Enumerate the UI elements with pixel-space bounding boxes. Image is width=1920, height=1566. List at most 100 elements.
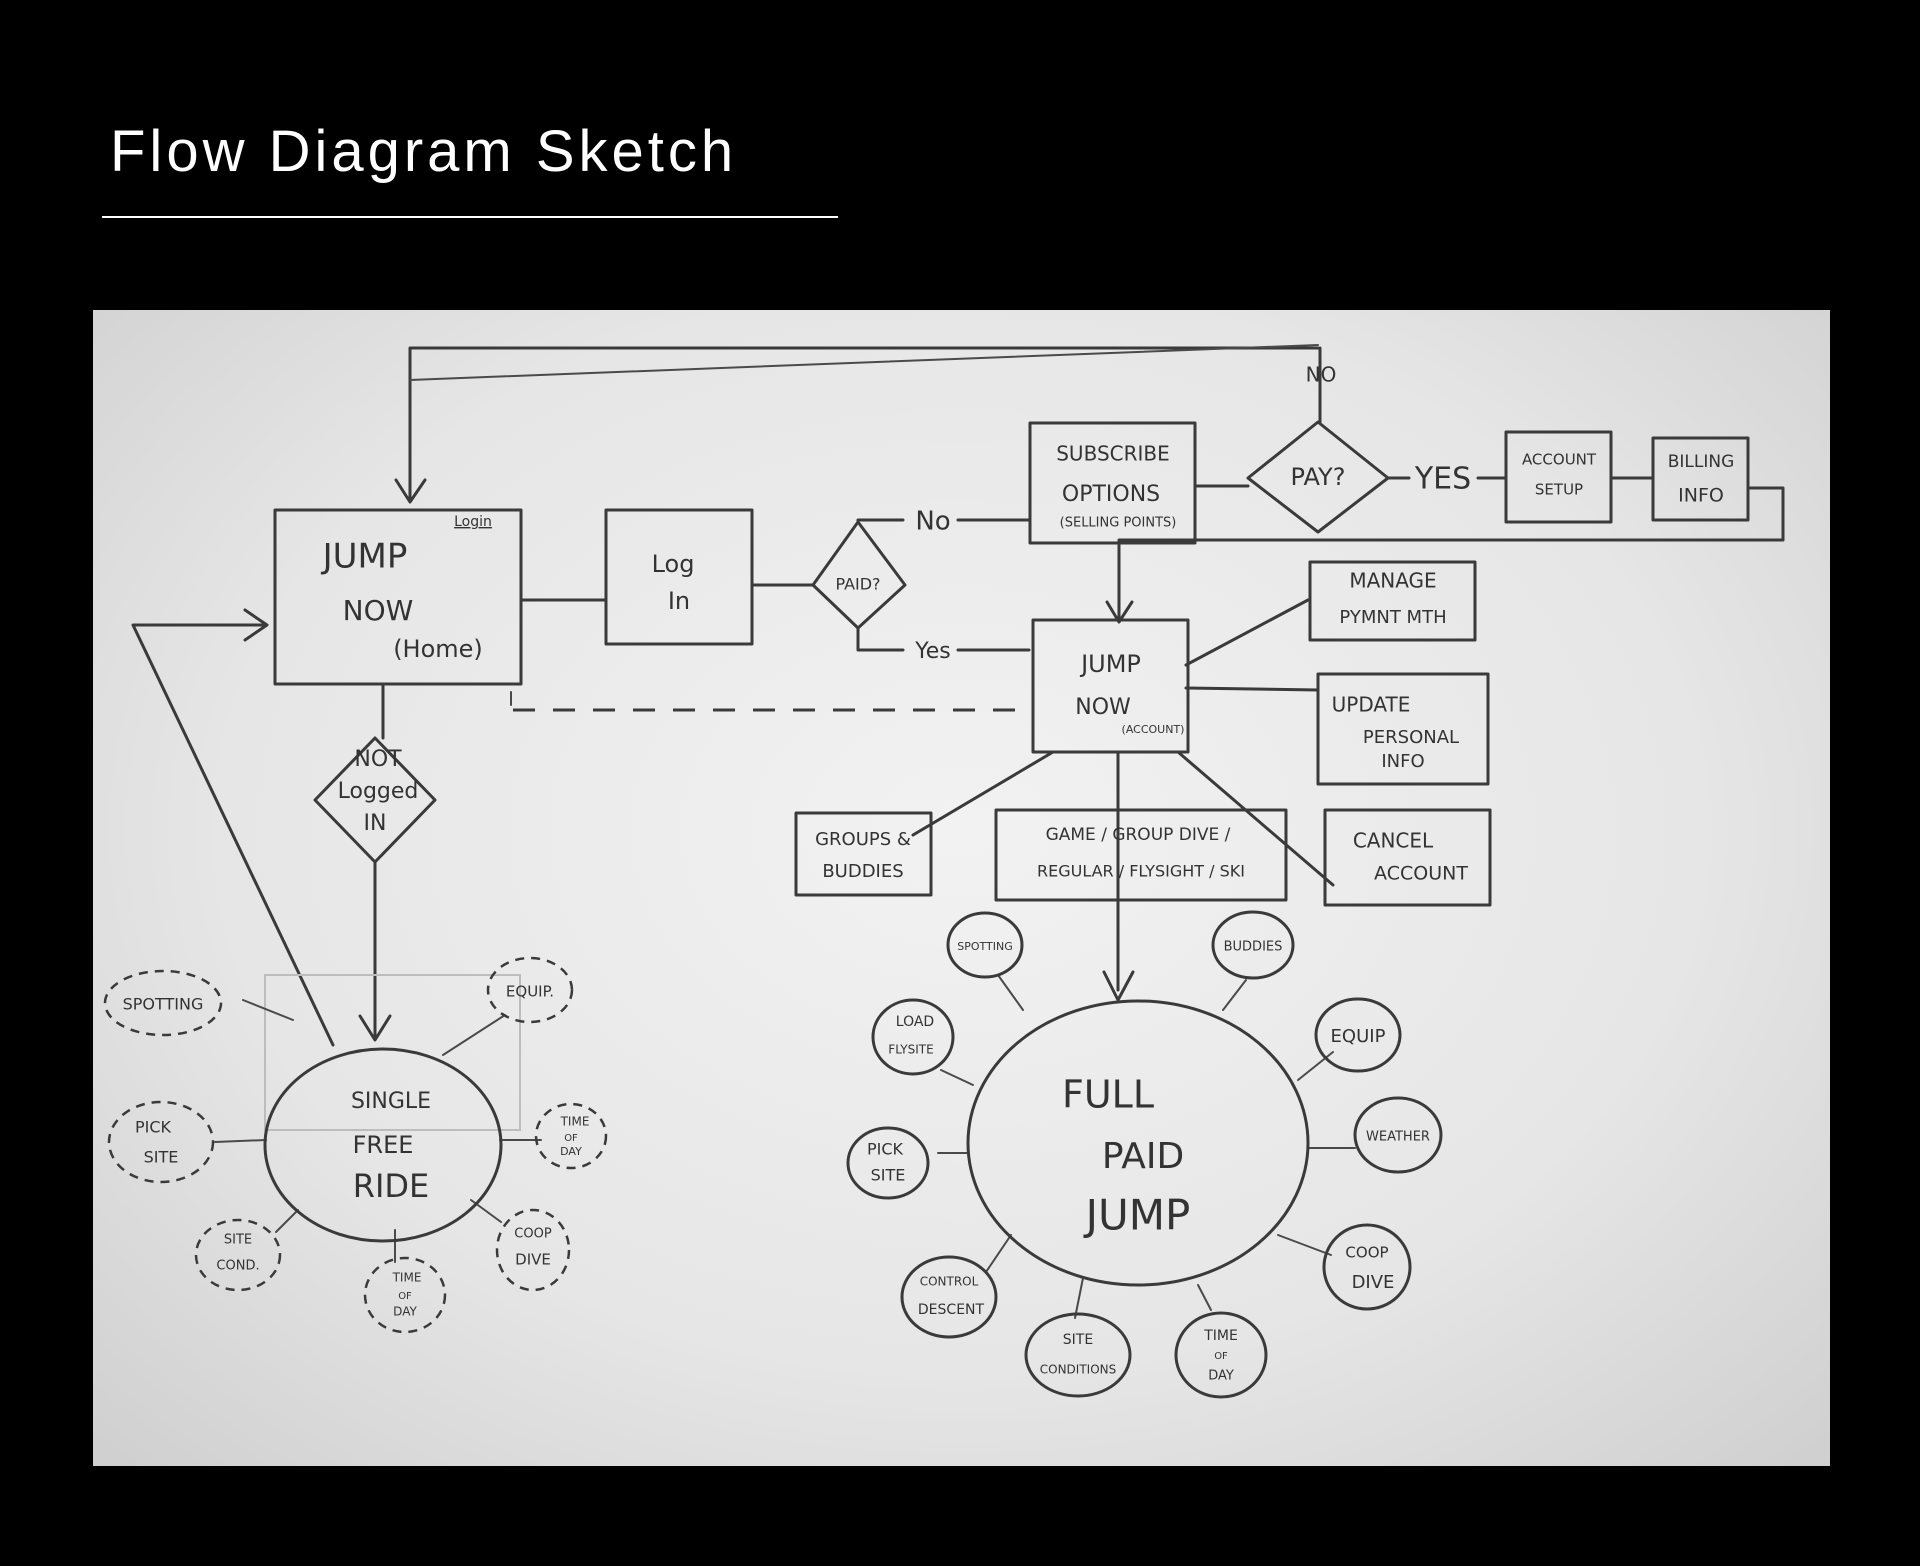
label-account-1: ACCOUNT (1522, 451, 1597, 469)
sketch-paper: JUMP NOW (Home) Login Log In PAID? No Ye… (93, 310, 1830, 1466)
label-free-2: FREE (353, 1131, 414, 1159)
free-bubble-time-of-day: TIME OF DAY (534, 1102, 608, 1170)
node-paid-decision: PAID? (811, 520, 907, 630)
paid-bubble-equip: EQUIP (1314, 997, 1402, 1073)
erased-box (264, 974, 521, 1131)
edge-free-to-home (131, 623, 335, 1047)
paid-bubble-coop-dive: COOP DIVE (1322, 1223, 1412, 1311)
label-pb-buddies: BUDDIES (1224, 940, 1283, 955)
label-groups-2: BUDDIES (822, 861, 903, 882)
node-groups-buddies: GROUPS & BUDDIES (794, 811, 933, 897)
label-pb-coop-1: COOP (1345, 1244, 1388, 1262)
free-bubbles: SPOTTING EQUIP. PICK SITE TIME OF DAY SI… (103, 956, 608, 1334)
edge-to-cancel (1176, 750, 1335, 887)
node-billing-info: BILLING INFO (1651, 436, 1750, 522)
label-jump-now-home-3: (Home) (393, 635, 483, 663)
label-fb-equip: EQUIP. (506, 983, 554, 1001)
node-log-in: Log In (604, 508, 754, 646)
label-jump-now-home-2: NOW (343, 594, 414, 627)
label-pb-pick-2: SITE (871, 1166, 906, 1185)
label-account-2: SETUP (1535, 481, 1583, 499)
node-update-personal: UPDATE PERSONAL INFO (1316, 672, 1490, 786)
loop-top-line-2 (409, 344, 1319, 381)
label-update-2: PERSONAL (1363, 727, 1459, 748)
node-manage-pymnt: MANAGE PYMNT MTH (1308, 560, 1477, 642)
node-single-free-ride: SINGLE FREE RIDE (214, 999, 542, 1263)
label-game-2: REGULAR / FLYSIGHT / SKI (1037, 862, 1245, 881)
label-jumpnow-acct-3: (ACCOUNT) (1122, 723, 1185, 736)
label-free-3: RIDE (353, 1167, 430, 1205)
label-pb-equip: EQUIP (1331, 1026, 1386, 1047)
label-game-1: GAME / GROUP DIVE / (1046, 825, 1231, 845)
node-cancel-account: CANCEL ACCOUNT (1323, 808, 1492, 907)
label-notlogged-2: Logged (338, 779, 419, 804)
label-cancel-1: CANCEL (1353, 829, 1434, 853)
paid-bubble-pick-site: PICK SITE (846, 1126, 930, 1200)
paid-bubble-time-of-day: TIME OF DAY (1174, 1311, 1268, 1399)
connectors (131, 344, 1785, 1131)
label-fb-cond-1: SITE (224, 1233, 252, 1248)
free-bubble-pick-site: PICK SITE (107, 1100, 215, 1184)
label-fb-time-3: DAY (560, 1145, 582, 1158)
label-update-1: UPDATE (1332, 693, 1411, 717)
node-jump-now-account: JUMP NOW (ACCOUNT) (1031, 618, 1190, 754)
node-subscribe-options: SUBSCRIBE OPTIONS (SELLING POINTS) (1028, 421, 1197, 545)
arrow-into-free (358, 1014, 392, 1042)
edge-paid-no (856, 518, 905, 524)
label-fb-time-2: OF (564, 1133, 578, 1144)
edge-label-no-top: NO (1306, 363, 1337, 387)
label-pb-siteconds-1: SITE (1063, 1332, 1093, 1348)
label-pay: PAY? (1291, 463, 1346, 491)
arrow-into-full-paid (1102, 970, 1135, 1002)
label-fb-pick-2: SITE (144, 1148, 179, 1167)
label-pb-time-1: TIME (1203, 1328, 1238, 1344)
loop-top-line (408, 346, 1320, 500)
label-jump-now-home-1: JUMP (321, 537, 408, 577)
edge-to-update (1184, 686, 1320, 692)
label-pb-control-2: DESCENT (918, 1302, 985, 1318)
label-fb-coop-2: DIVE (515, 1251, 551, 1269)
free-bubble-spotting: SPOTTING (103, 969, 223, 1037)
label-pb-pick-1: PICK (867, 1140, 904, 1159)
label-cancel-2: ACCOUNT (1374, 863, 1468, 885)
label-notlogged-1: NOT (354, 747, 402, 772)
login-tag: Login (454, 514, 492, 530)
label-fb-cond-2: COND. (216, 1259, 259, 1274)
node-pay-decision: PAY? (1246, 420, 1390, 534)
node-game-modes: GAME / GROUP DIVE / REGULAR / FLYSIGHT /… (994, 808, 1288, 902)
label-subscribe-3: (SELLING POINTS) (1060, 516, 1177, 531)
label-groups-1: GROUPS & (815, 829, 911, 850)
label-manage-2: PYMNT MTH (1339, 607, 1446, 628)
label-jumpnow-acct-1: JUMP (1079, 650, 1141, 678)
label-log-in-1: Log (652, 550, 695, 578)
label-pb-weather: WEATHER (1366, 1130, 1430, 1145)
label-subscribe-2: OPTIONS (1062, 482, 1160, 507)
edge-to-groups (911, 750, 1055, 837)
arrow-into-jumpnow (1105, 600, 1134, 624)
node-jump-now-home: JUMP NOW (Home) Login (273, 508, 523, 686)
paid-bubble-buddies: BUDDIES (1211, 910, 1295, 980)
edge-label-yes-pay: YES (1414, 462, 1471, 497)
label-pb-spotting: SPOTTING (957, 940, 1013, 953)
edge-label-yes: Yes (914, 639, 951, 664)
label-notlogged-3: IN (364, 811, 387, 836)
label-paid: PAID? (835, 575, 880, 594)
label-subscribe-1: SUBSCRIBE (1056, 442, 1170, 466)
label-pb-siteconds-2: CONDITIONS (1040, 1363, 1117, 1377)
flow-diagram: JUMP NOW (Home) Login Log In PAID? No Ye… (103, 344, 1785, 1399)
label-pb-time-3: DAY (1208, 1369, 1234, 1384)
label-fb-time2-2: OF (398, 1291, 412, 1302)
paid-bubble-weather: WEATHER (1353, 1096, 1443, 1174)
label-pb-coop-2: DIVE (1352, 1272, 1395, 1293)
label-free-1: SINGLE (351, 1089, 431, 1114)
paid-bubble-spotting: SPOTTING (946, 911, 1024, 979)
arrow-into-home (394, 478, 427, 504)
free-bubble-equip: EQUIP. (486, 956, 574, 1024)
free-bubble-coop-dive: COOP DIVE (495, 1208, 571, 1292)
label-pb-load-2: FLYSITE (888, 1043, 933, 1057)
label-paid-2: PAID (1102, 1136, 1184, 1177)
label-fb-coop-1: COOP (514, 1227, 552, 1242)
label-fb-spotting: SPOTTING (123, 995, 204, 1014)
label-manage-1: MANAGE (1349, 569, 1436, 593)
label-paid-1: FULL (1062, 1073, 1154, 1117)
